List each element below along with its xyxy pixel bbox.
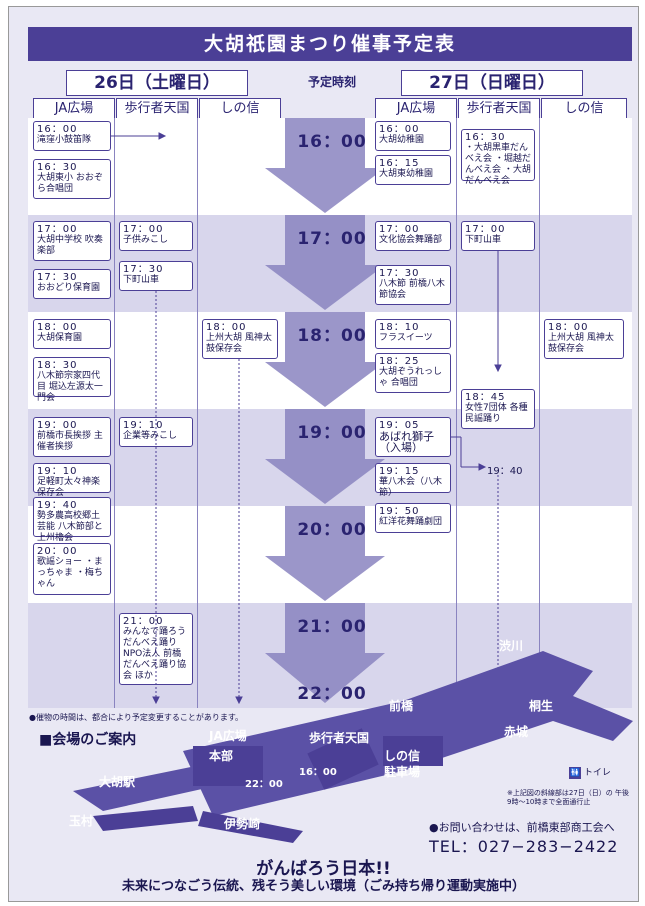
map-time1: 16：00	[299, 767, 337, 778]
map-ja: JA広場	[209, 729, 247, 743]
contact-text: ●お問い合わせは、前橋東部商工会へ	[429, 821, 615, 834]
poster: 大胡祇園まつり催事予定表 26日（土曜日） 予定時刻 27日（日曜日） JA広場…	[8, 6, 639, 902]
map-honbu: 本部	[209, 749, 234, 763]
map-tamamura: 玉村	[69, 814, 94, 828]
col-sun-hokou: 歩行者天国	[458, 98, 540, 120]
map-isesaki: 伊勢崎	[224, 817, 261, 831]
map-maebashi: 前橋	[389, 699, 414, 713]
slogan-sub: 未来につなごう伝統、残そう美しい環境（ごみ持ち帰り運動実施中）	[121, 879, 525, 894]
divider	[456, 118, 457, 708]
col-sun-shino: しの信	[541, 98, 627, 120]
slogan-main: がんばろう日本!!	[256, 859, 391, 879]
timing-note: ●催物の時間は、都合により予定変更することがあります。	[29, 713, 244, 722]
toilet-icon: 🚻	[569, 767, 581, 779]
road-note: ※上記図の斜線部は27日（日）の 午後9時～10時まで全面通行止	[507, 789, 629, 806]
map-shinonobu: しの信	[384, 749, 421, 763]
timeline-arrow	[265, 118, 385, 703]
time-20: 20：00	[297, 520, 367, 540]
map-station: 大胡駅	[99, 775, 136, 789]
day1-header: 26日（土曜日）	[66, 70, 248, 96]
col-sat-hokou: 歩行者天国	[116, 98, 198, 120]
divider	[114, 118, 115, 708]
toilet-legend: 🚻 トイレ	[569, 767, 611, 779]
arrow-time-note: 19：40	[487, 466, 523, 477]
time-17: 17：00	[297, 229, 367, 249]
time-19: 19：00	[297, 423, 367, 443]
time-18: 18：00	[297, 326, 367, 346]
divider	[197, 118, 198, 708]
col-sat-ja: JA広場	[33, 98, 115, 120]
guide-title: ■会場のご案内	[39, 732, 137, 748]
map-shibukawa: 渋川	[499, 639, 524, 653]
map-time2: 22：00	[245, 779, 283, 790]
map-hokou: 歩行者天国	[309, 731, 370, 745]
time-header: 予定時刻	[307, 75, 356, 89]
map-kiryu: 桐生	[529, 699, 554, 713]
map-akagi: 赤城	[504, 725, 529, 739]
venue-map	[73, 651, 633, 843]
time-16: 16：00	[297, 132, 367, 152]
page-title: 大胡祇園まつり催事予定表	[28, 27, 632, 61]
tel-text: TEL：027−283−2422	[429, 837, 619, 856]
event-box: 16：30・大胡黒車だんべえ会 ・堀越だんべえ会 ・大胡だんべえ会	[461, 129, 535, 186]
time-21: 21：00	[297, 617, 367, 637]
day2-header: 27日（日曜日）	[401, 70, 583, 96]
divider	[539, 118, 540, 708]
time-22: 22：00	[297, 684, 367, 704]
map-parking: 駐車場	[384, 765, 421, 779]
